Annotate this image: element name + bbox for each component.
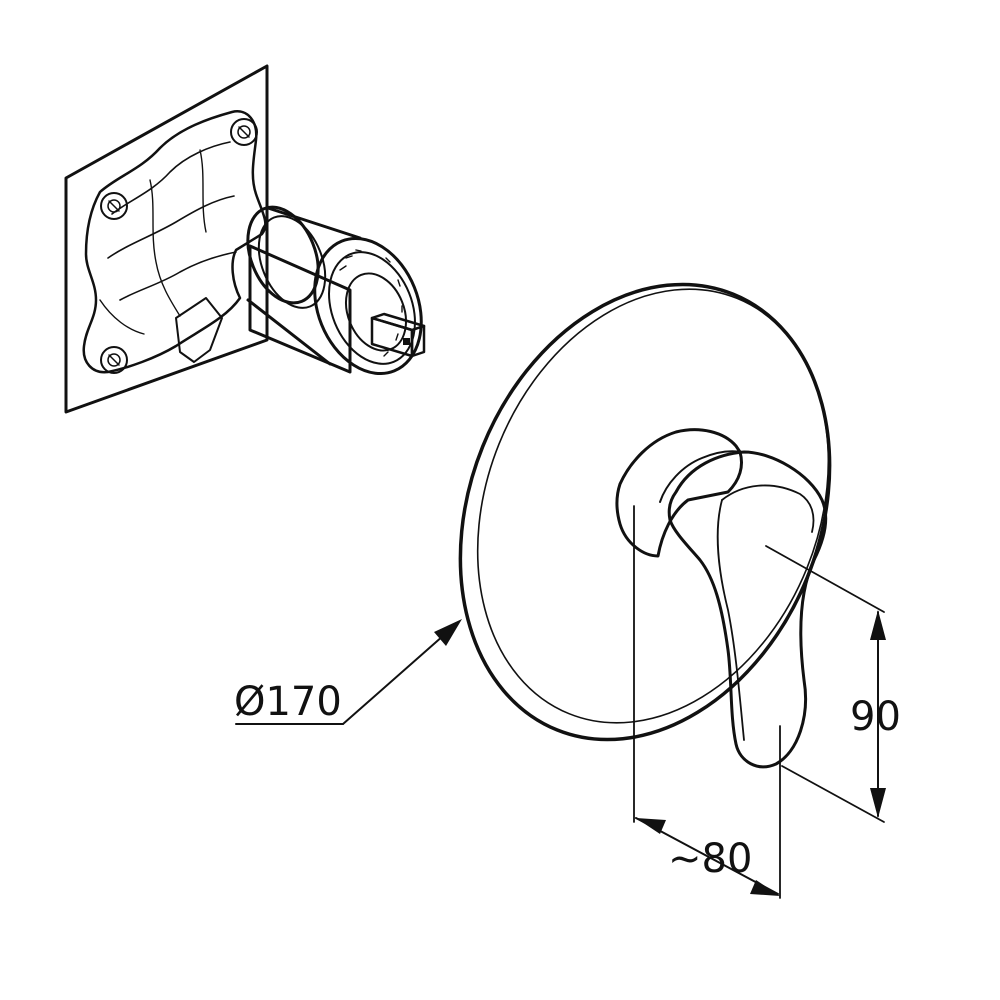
screw-icon [230, 118, 258, 146]
extension-line [765, 545, 885, 613]
bottom-lug [175, 297, 223, 363]
lever-hub [615, 428, 743, 558]
rough-in-valve-body [64, 64, 426, 414]
trim-assembly [458, 282, 832, 769]
casting-contour [111, 141, 231, 215]
casting-contour [99, 299, 145, 335]
mounting-plate [64, 64, 269, 414]
diameter-leader [342, 627, 453, 725]
arrowhead [434, 619, 462, 646]
extension-line [781, 765, 885, 823]
height-label: 90 [850, 694, 901, 740]
rosette-plate [458, 282, 832, 742]
valve-casting [82, 110, 267, 374]
lever-face [721, 484, 815, 533]
lever-face [716, 499, 745, 741]
casting-contour [107, 195, 235, 259]
lever-handle [667, 450, 828, 769]
casting-contour [149, 179, 181, 317]
cartridge-cylinder [246, 205, 423, 376]
screw-icon [100, 192, 128, 220]
depth-label: ~80 [668, 836, 752, 882]
spindle [370, 312, 426, 358]
screw-icon [100, 346, 128, 374]
rosette-edge [476, 288, 830, 724]
arrowhead [636, 818, 666, 834]
dimension-lines [235, 505, 886, 899]
arrowhead [870, 610, 886, 640]
lever-hub-ring [659, 450, 743, 503]
casting-contour [199, 149, 207, 233]
arrowhead [750, 880, 780, 896]
diameter-label: Ø170 [234, 679, 342, 725]
arrowhead [870, 788, 886, 818]
casting-contour [119, 251, 237, 301]
